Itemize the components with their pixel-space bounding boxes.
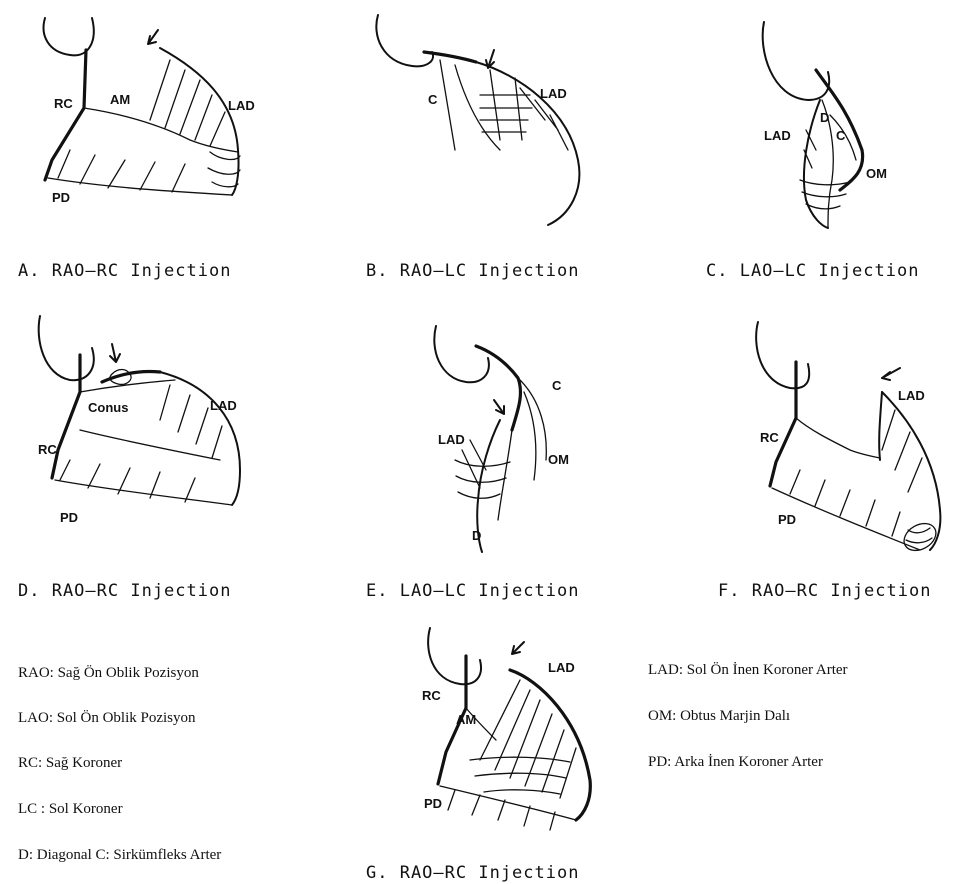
panel-e-label-om: OM xyxy=(548,452,569,467)
panel-b-caption: B. RAO–LC Injection xyxy=(366,261,579,281)
legend-d-c: D: Diagonal C: Sirkümfleks Arter xyxy=(18,847,221,864)
panel-b-drawing xyxy=(376,15,579,225)
panel-c: LAD D C OM C. LAO–LC Injection xyxy=(706,22,919,281)
panel-d-label-pd: PD xyxy=(60,510,78,525)
panel-b-label-lad: LAD xyxy=(540,86,567,101)
panel-g-caption: G. RAO–RC Injection xyxy=(366,863,579,883)
panel-b: C LAD B. RAO–LC Injection xyxy=(366,15,579,281)
legend-lc: LC : Sol Koroner xyxy=(18,801,123,818)
panel-f-caption: F. RAO–RC Injection xyxy=(718,581,931,601)
panel-a: RC AM LAD PD A. RAO–RC Injection xyxy=(18,18,255,281)
panel-g-label-pd: PD xyxy=(424,796,442,811)
legend-lao: LAO: Sol Ön Oblik Pozisyon xyxy=(18,710,196,727)
panel-g-drawing xyxy=(428,628,590,830)
panel-e-caption: E. LAO–LC Injection xyxy=(366,581,579,601)
panel-e-label-d: D xyxy=(472,528,481,543)
panel-e-label-c: C xyxy=(552,378,562,393)
panel-a-label-pd: PD xyxy=(52,190,70,205)
panel-e: C LAD OM D E. LAO–LC Injection xyxy=(366,326,579,601)
panel-a-caption: A. RAO–RC Injection xyxy=(18,261,231,281)
panel-g-label-rc: RC xyxy=(422,688,441,703)
panel-g: RC LAD AM PD G. RAO–RC Injection xyxy=(366,628,590,883)
panel-f-label-pd: PD xyxy=(778,512,796,527)
panel-a-label-am: AM xyxy=(110,92,130,107)
panel-f-label-lad: LAD xyxy=(898,388,925,403)
legend-om: OM: Obtus Marjin Dalı xyxy=(648,708,790,725)
panel-a-drawing xyxy=(44,18,240,195)
legend-lad: LAD: Sol Ön İnen Koroner Arter xyxy=(648,662,848,679)
panel-g-label-am: AM xyxy=(456,712,476,727)
panel-a-label-lad: LAD xyxy=(228,98,255,113)
panel-d-label-conus: Conus xyxy=(88,400,128,415)
legend-rc: RC: Sağ Koroner xyxy=(18,755,122,772)
panel-b-label-c: C xyxy=(428,92,438,107)
panel-a-label-rc: RC xyxy=(54,96,73,111)
panel-d: Conus LAD RC PD D. RAO–RC Injection xyxy=(18,316,240,601)
panel-d-label-lad: LAD xyxy=(210,398,237,413)
panel-g-label-lad: LAD xyxy=(548,660,575,675)
panel-c-label-d: D xyxy=(820,110,829,125)
panel-c-label-c: C xyxy=(836,128,846,143)
panel-f-label-rc: RC xyxy=(760,430,779,445)
legend-rao: RAO: Sağ Ön Oblik Pozisyon xyxy=(18,665,199,682)
panel-c-label-lad: LAD xyxy=(764,128,791,143)
panel-f: LAD RC PD F. RAO–RC Injection xyxy=(718,322,941,601)
panel-d-caption: D. RAO–RC Injection xyxy=(18,581,231,601)
panel-e-label-lad: LAD xyxy=(438,432,465,447)
panel-d-label-rc: RC xyxy=(38,442,57,457)
panel-c-drawing xyxy=(763,22,863,228)
panel-c-label-om: OM xyxy=(866,166,887,181)
legend-pd: PD: Arka İnen Koroner Arter xyxy=(648,754,823,771)
panel-c-caption: C. LAO–LC Injection xyxy=(706,261,919,281)
